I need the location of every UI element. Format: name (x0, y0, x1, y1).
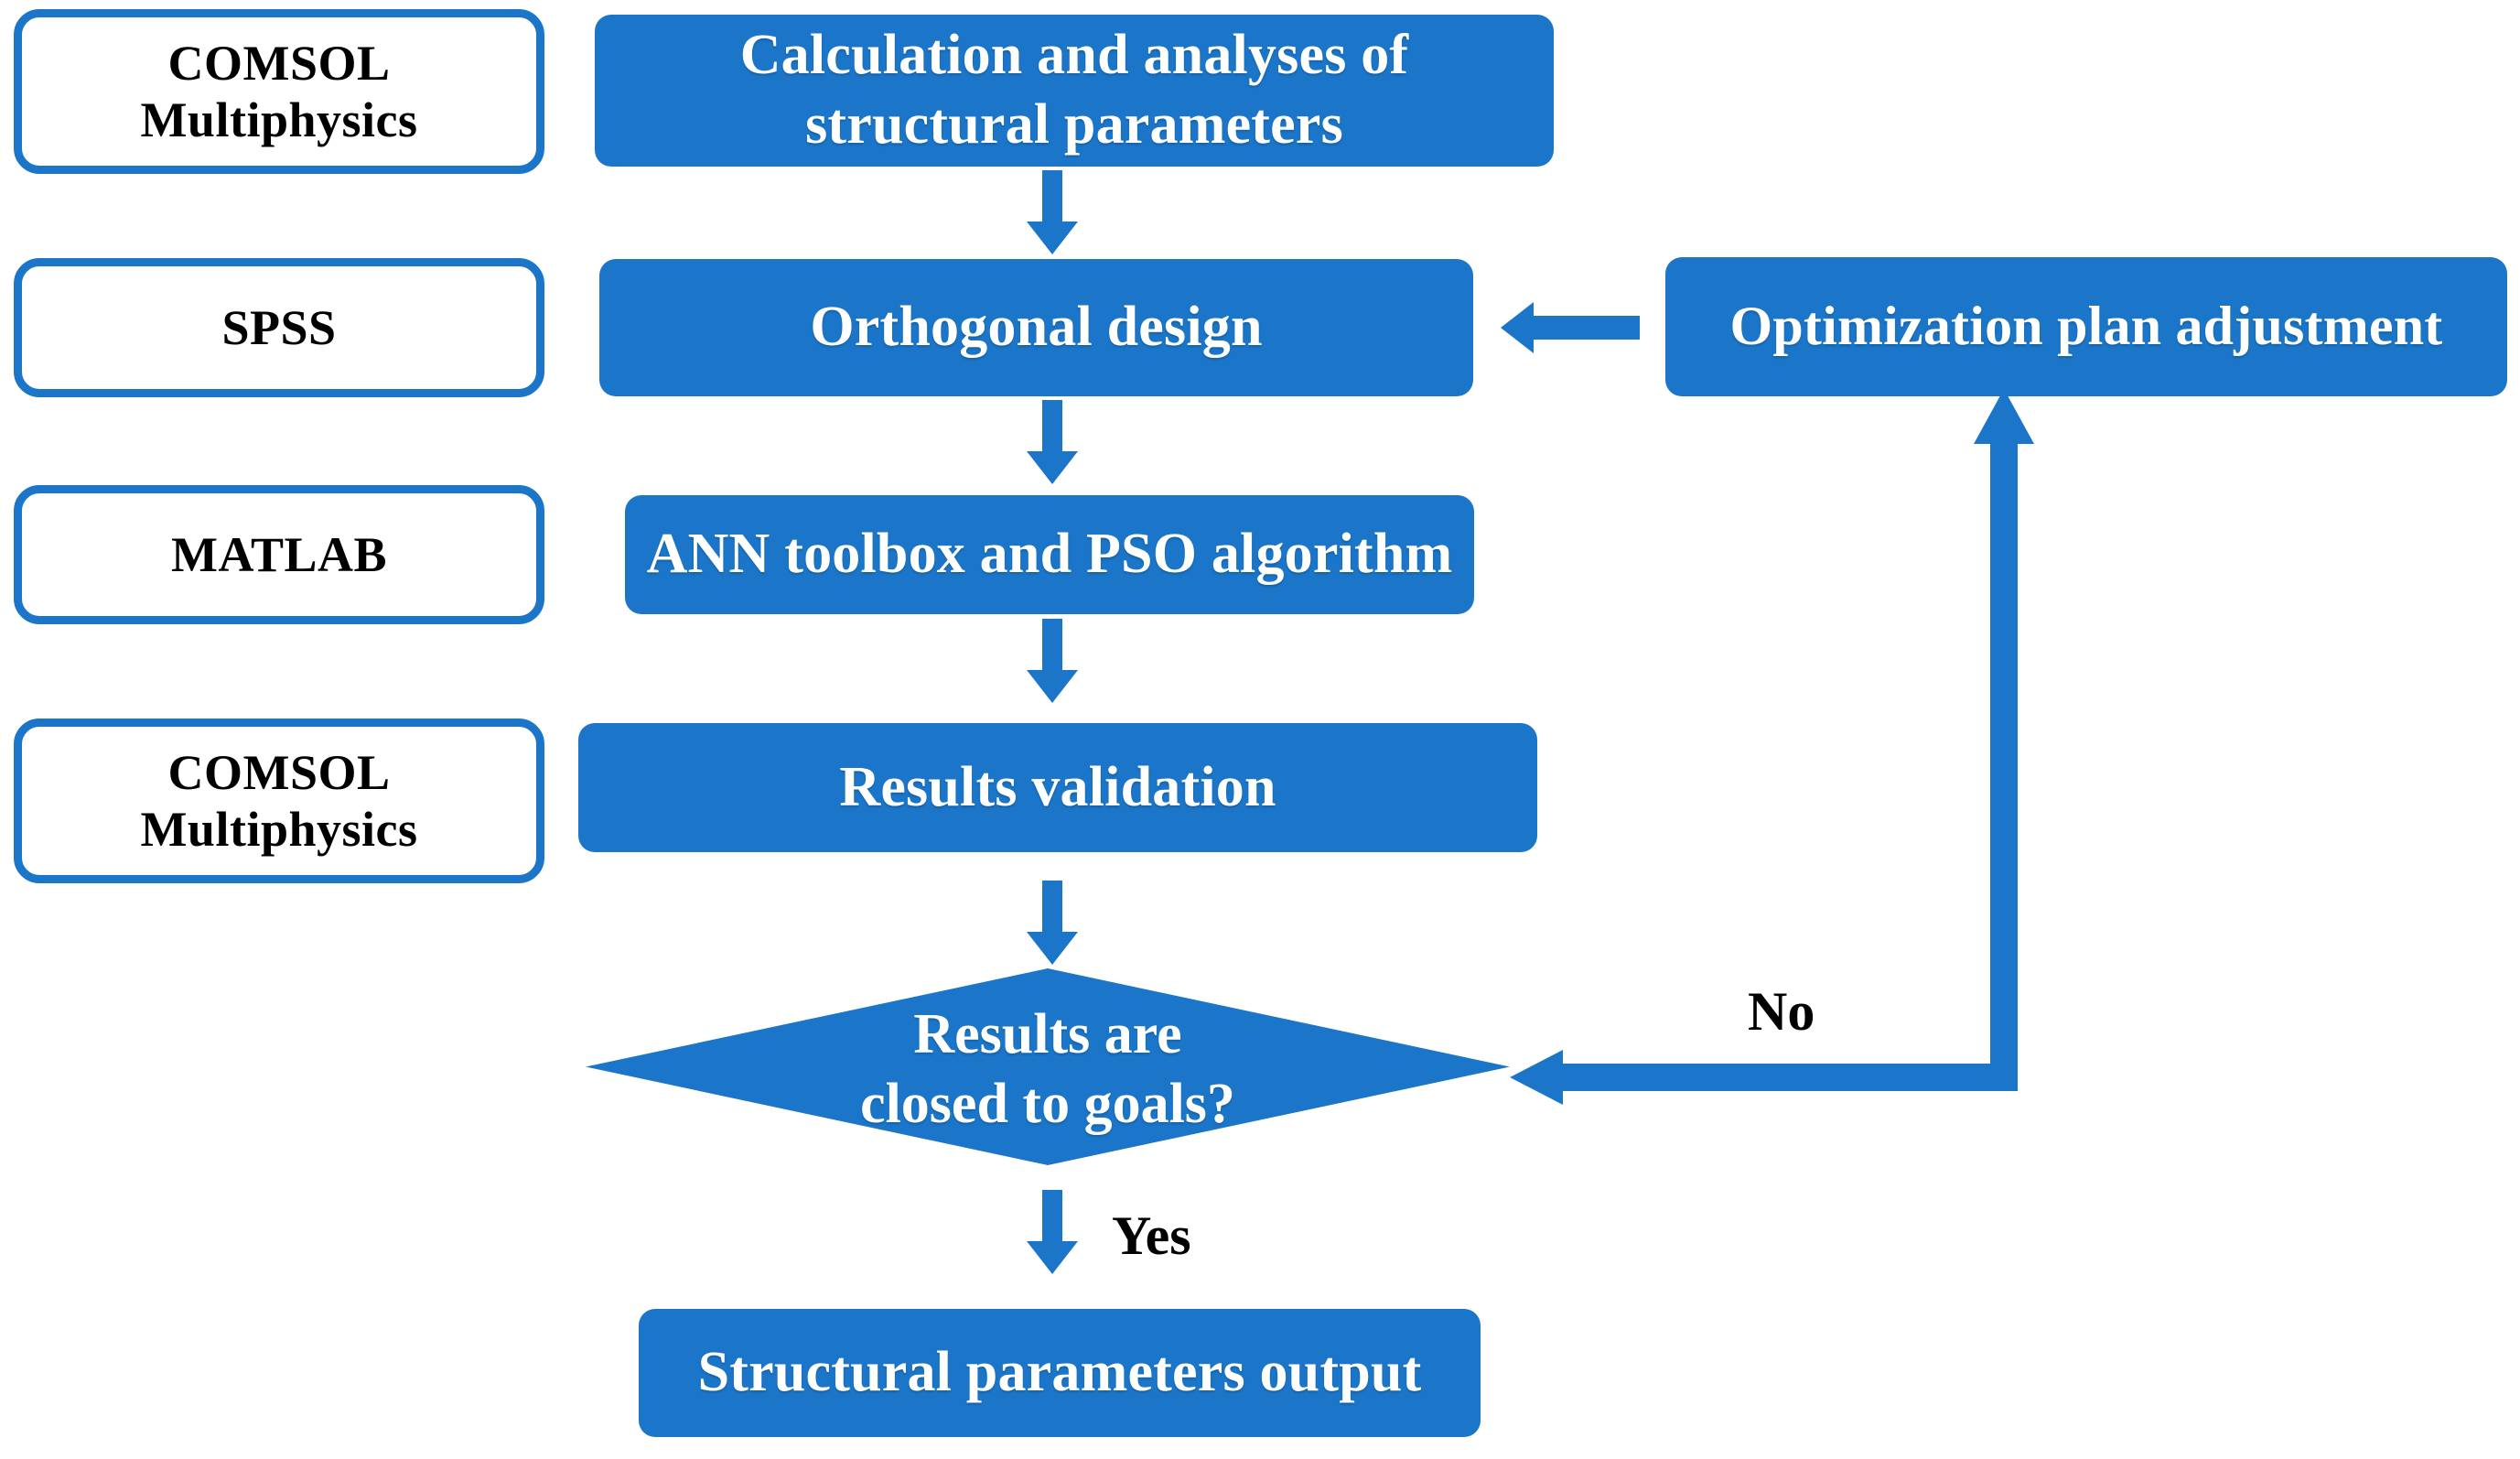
software-box-line2: Multiphysics (140, 802, 418, 857)
software-box-comsol-multiphysics-1[interactable]: COMSOL Multiphysics (14, 9, 544, 174)
process-box-line1: Calculation and analyses of (739, 24, 1409, 87)
arrow-validation-to-decision-icon (1027, 881, 1078, 965)
software-box-label: SPSS (221, 299, 336, 356)
software-box-line1: SPSS (221, 299, 337, 355)
process-box-label: Orthogonal design (810, 293, 1262, 362)
process-box-line1: Results validation (839, 755, 1276, 818)
software-box-label: COMSOL Multiphysics (140, 744, 417, 858)
decision-results-closed-to-goals[interactable]: Results are closed to goals? (586, 968, 1510, 1165)
process-box-line1: Structural parameters output (697, 1341, 1422, 1404)
arrow-calculation-to-orthogonal-icon (1027, 170, 1078, 254)
process-box-optimization-plan-adjustment[interactable]: Optimization plan adjustment (1665, 257, 2507, 396)
process-box-results-validation[interactable]: Results validation (578, 723, 1537, 852)
process-box-ann-pso[interactable]: ANN toolbox and PSO algorithm (625, 495, 1474, 614)
process-box-label: ANN toolbox and PSO algorithm (647, 520, 1453, 589)
process-box-label: Results validation (839, 753, 1276, 823)
process-box-structural-parameters-output[interactable]: Structural parameters output (639, 1309, 1481, 1437)
process-box-line1: ANN toolbox and PSO algorithm (646, 523, 1453, 586)
software-box-line2: Multiphysics (140, 92, 418, 147)
process-box-line2: structural parameters (805, 93, 1343, 156)
process-box-orthogonal-design[interactable]: Orthogonal design (599, 259, 1473, 396)
arrow-orthogonal-to-ann-icon (1027, 400, 1078, 484)
software-box-line1: COMSOL (167, 744, 391, 800)
software-box-label: COMSOL Multiphysics (140, 35, 417, 148)
process-box-label: Structural parameters output (698, 1338, 1422, 1408)
arrow-decision-no-feedback-icon (1510, 389, 2034, 1105)
arrow-optimization-to-orthogonal-icon (1501, 302, 1640, 353)
process-box-label: Optimization plan adjustment (1729, 293, 2442, 360)
process-box-label: Calculation and analyses of structural p… (740, 21, 1409, 159)
software-box-spss[interactable]: SPSS (14, 258, 544, 397)
edge-label-no: No (1748, 981, 1815, 1042)
arrow-decision-to-output-icon (1027, 1190, 1078, 1274)
software-box-matlab[interactable]: MATLAB (14, 485, 544, 624)
process-box-line1: Optimization plan adjustment (1729, 296, 2443, 357)
software-box-comsol-multiphysics-2[interactable]: COMSOL Multiphysics (14, 719, 544, 883)
decision-line1: Results are (913, 1002, 1182, 1065)
process-box-line1: Orthogonal design (810, 296, 1263, 359)
software-box-line1: COMSOL (167, 35, 391, 91)
software-box-label: MATLAB (171, 526, 387, 583)
decision-line2: closed to goals? (860, 1072, 1235, 1135)
arrow-ann-to-validation-icon (1027, 619, 1078, 703)
process-box-calculation-analyses[interactable]: Calculation and analyses of structural p… (595, 15, 1554, 167)
edge-label-yes: Yes (1112, 1205, 1191, 1266)
decision-label: Results are closed to goals? (586, 968, 1510, 1165)
software-box-line1: MATLAB (170, 526, 387, 582)
